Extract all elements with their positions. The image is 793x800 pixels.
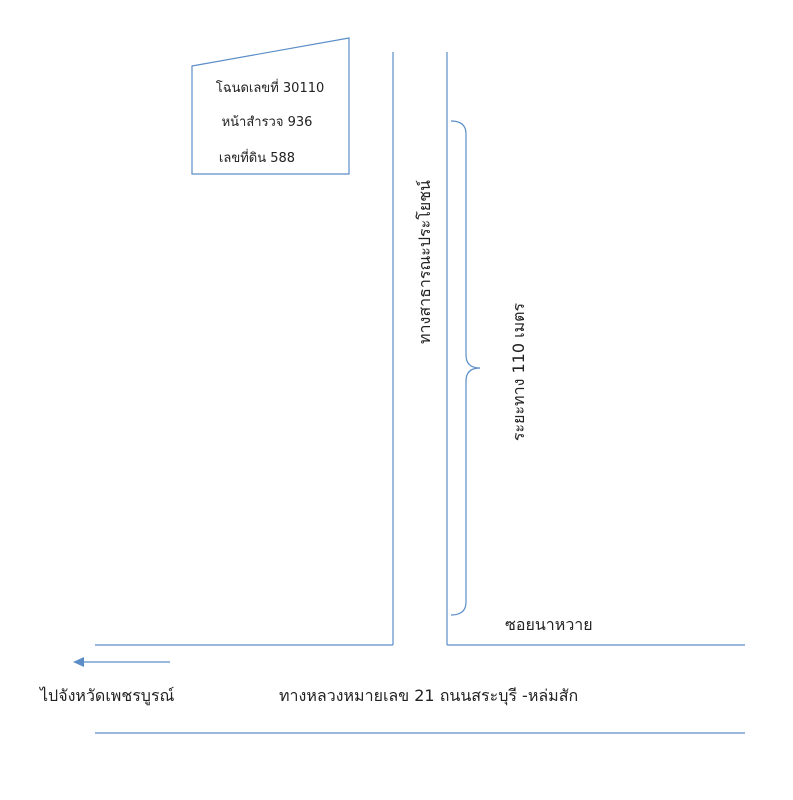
land-plot-shape xyxy=(191,37,350,175)
highway-label: ทางหลวงหมายเลข 21 ถนนสระบุรี -หล่มสัก xyxy=(279,686,578,706)
distance-label: ระยะทาง 110 เมตร xyxy=(509,302,528,441)
land-number-label: เลขที่ดิน 588 xyxy=(219,149,295,166)
direction-label: ไปจังหวัดเพชรบูรณ์ xyxy=(38,686,175,706)
survey-page-label: หน้าสำรวจ 936 xyxy=(222,115,313,130)
direction-arrow-icon xyxy=(73,657,84,667)
public-way-label: ทางสาธารณะประโยชน์ xyxy=(415,180,434,344)
distance-brace xyxy=(450,120,481,616)
soi-label: ซอยนาหวาย xyxy=(505,615,593,634)
deed-number-label: โฉนดเลขที่ 30110 xyxy=(216,79,325,96)
